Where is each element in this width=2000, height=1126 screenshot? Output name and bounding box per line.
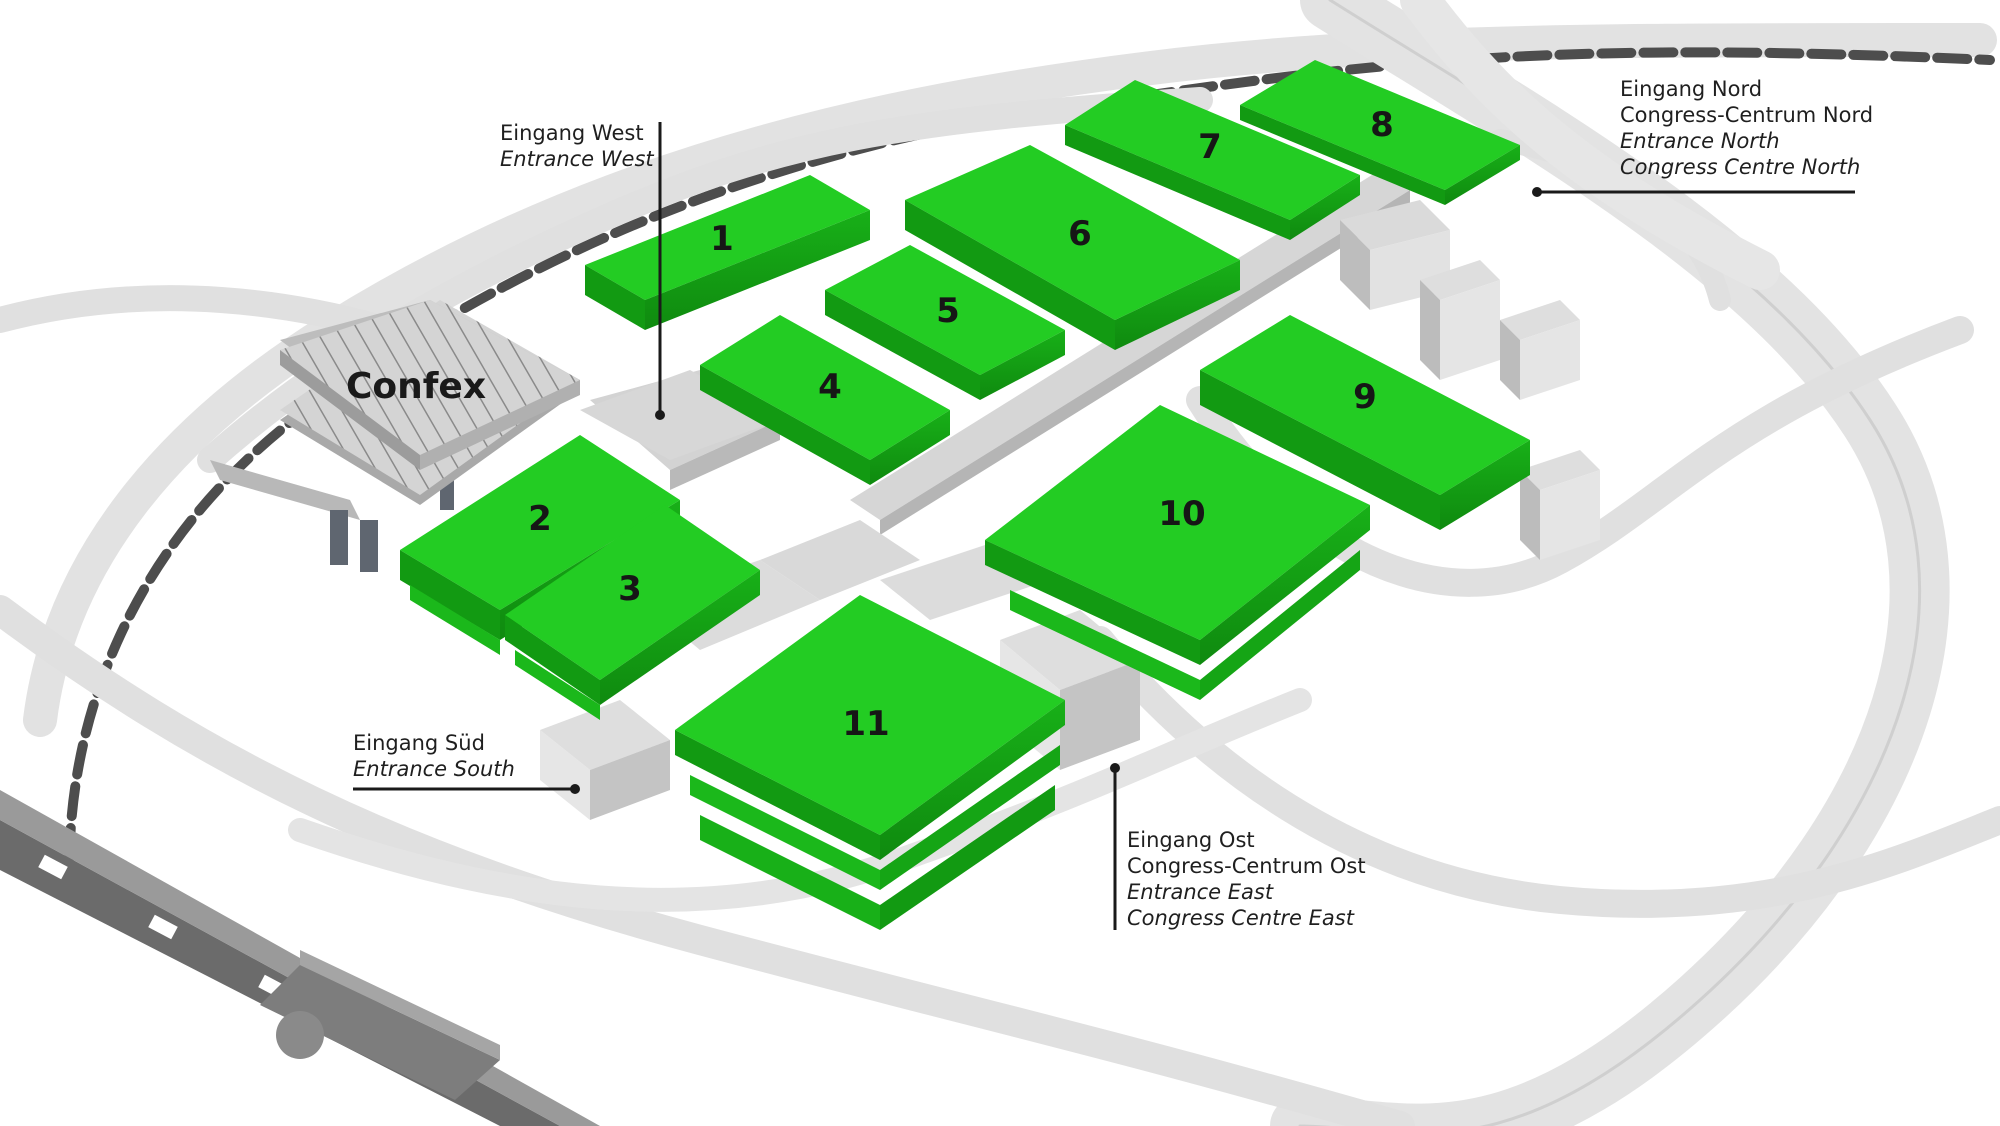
entrance-east-de: Eingang Ost xyxy=(1127,828,1255,852)
entrance-north-en2: Congress Centre North xyxy=(1620,155,1861,179)
entrance-west-de: Eingang West xyxy=(500,121,644,145)
hall-label-5: 5 xyxy=(936,291,960,331)
hall-label-3: 3 xyxy=(618,569,642,609)
entrance-east-callout: Eingang Ost Congress-Centrum Ost Entranc… xyxy=(1127,827,1366,931)
halls xyxy=(400,60,1530,930)
entrance-north-de2: Congress-Centrum Nord xyxy=(1620,103,1874,127)
hall-1[interactable] xyxy=(585,175,870,330)
confex-building xyxy=(210,300,580,572)
confex-label: Confex xyxy=(346,366,486,407)
west-entrance-dot xyxy=(655,410,665,420)
walkway-cross xyxy=(760,520,920,600)
north-service-block xyxy=(1340,200,1450,250)
entrance-east-en2: Congress Centre East xyxy=(1127,906,1354,930)
hall-label-10: 10 xyxy=(1158,494,1205,534)
hall-8[interactable] xyxy=(1240,60,1520,205)
east-entrance-dot xyxy=(1110,763,1120,773)
entrance-north-callout: Eingang Nord Congress-Centrum Nord Entra… xyxy=(1620,76,1873,180)
entrance-east-de2: Congress-Centrum Ost xyxy=(1127,854,1366,878)
walkway-main-diagonal xyxy=(850,170,1410,520)
hall-label-6: 6 xyxy=(1068,214,1092,254)
south-entrance-dot xyxy=(570,784,580,794)
hall-9[interactable] xyxy=(1200,315,1530,530)
outer-ring-road xyxy=(23,23,1997,737)
east-entrance-building xyxy=(1000,610,1140,690)
hall-label-8: 8 xyxy=(1370,105,1394,145)
hall-3[interactable] xyxy=(505,505,760,720)
hall-label-7: 7 xyxy=(1198,127,1222,167)
railway-embankment xyxy=(0,790,600,1126)
hall-7[interactable] xyxy=(1065,80,1360,240)
entrance-east-en: Entrance East xyxy=(1127,880,1274,904)
entrance-south-en: Entrance South xyxy=(353,757,515,781)
north-tower-2 xyxy=(1500,300,1580,340)
callout-lines xyxy=(353,122,1855,930)
hall-4[interactable] xyxy=(700,315,950,485)
hall-label-1: 1 xyxy=(710,219,734,259)
hall-label-4: 4 xyxy=(818,367,842,407)
hall-label-2: 2 xyxy=(528,499,552,539)
hall-5[interactable] xyxy=(825,245,1065,400)
train xyxy=(260,965,500,1100)
south-road xyxy=(0,595,1415,1126)
north-tower-1 xyxy=(1420,260,1500,300)
callout-dots xyxy=(570,187,1542,794)
rail-line xyxy=(64,47,1995,905)
diag-road xyxy=(1400,0,1780,290)
south-entrance-building xyxy=(540,700,670,770)
entrance-south-callout: Eingang Süd Entrance South xyxy=(353,730,515,782)
north-entrance-dot xyxy=(1532,187,1542,197)
hall-labels: 1 2 3 4 5 6 7 8 9 10 11 Confex xyxy=(346,105,1394,744)
support-buildings xyxy=(540,200,1600,820)
east-tower xyxy=(1520,450,1600,490)
entrance-west-en: Entrance West xyxy=(500,147,654,171)
hall-11[interactable] xyxy=(675,595,1065,930)
hall-6[interactable] xyxy=(905,145,1240,350)
hall-label-11: 11 xyxy=(842,704,889,744)
station-dome xyxy=(276,1011,324,1059)
entrance-north-de: Eingang Nord xyxy=(1620,77,1763,101)
entrance-south-de: Eingang Süd xyxy=(353,731,485,755)
entrance-north-en: Entrance North xyxy=(1620,129,1780,153)
entrance-west-callout: Eingang West Entrance West xyxy=(500,120,654,172)
hall-label-9: 9 xyxy=(1353,377,1377,417)
hall-10[interactable] xyxy=(985,405,1370,700)
